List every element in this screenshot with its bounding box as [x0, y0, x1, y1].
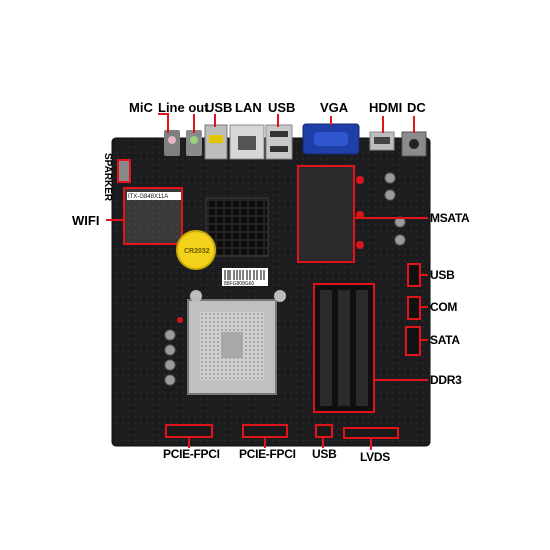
label-usb-bottom: USB — [312, 447, 337, 461]
pcie-fpci-slot-2 — [242, 424, 288, 438]
usb-header-right — [407, 263, 421, 287]
com-header — [407, 296, 421, 320]
msata-slot — [298, 166, 354, 262]
pcie-fpci-slot-1 — [165, 424, 213, 438]
label-msata: MSATA — [430, 211, 470, 225]
speaker-header — [117, 159, 131, 183]
usb-port-shape-2 — [265, 124, 293, 160]
callout-lines — [106, 113, 428, 450]
battery-text: CR2032 — [184, 248, 210, 255]
label-usb-right: USB — [430, 268, 455, 282]
label-lan: LAN — [235, 100, 262, 115]
label-sparker: SPARKER — [102, 153, 113, 202]
barcode-text: 88FG808G60 — [224, 281, 255, 287]
label-pcie-fpci-1: PCIE-FPCI — [163, 447, 220, 461]
chipset-heatsink — [205, 197, 269, 257]
label-dc: DC — [407, 100, 426, 115]
label-pcie-fpci-2: PCIE-FPCI — [239, 447, 296, 461]
usb-header-bottom — [315, 424, 333, 438]
label-ddr3: DDR3 — [430, 373, 462, 387]
cmos-battery — [176, 230, 216, 270]
label-wifi: WIFI — [72, 213, 100, 228]
label-mic: MiC — [129, 100, 153, 115]
label-line-out: Line out — [158, 100, 209, 115]
label-com: COM — [430, 300, 458, 314]
label-sata: SATA — [430, 333, 460, 347]
label-usb-top-1: USB — [205, 100, 233, 115]
pcb-board — [111, 137, 431, 447]
sata-connector — [405, 326, 421, 356]
label-usb-top-2: USB — [268, 100, 296, 115]
label-hdmi: HDMI — [369, 100, 403, 115]
label-lvds: LVDS — [360, 450, 390, 464]
lvds-connector — [343, 427, 399, 439]
label-vga: VGA — [320, 100, 349, 115]
wifi-module-label: ITX-G848X11A — [128, 194, 168, 200]
